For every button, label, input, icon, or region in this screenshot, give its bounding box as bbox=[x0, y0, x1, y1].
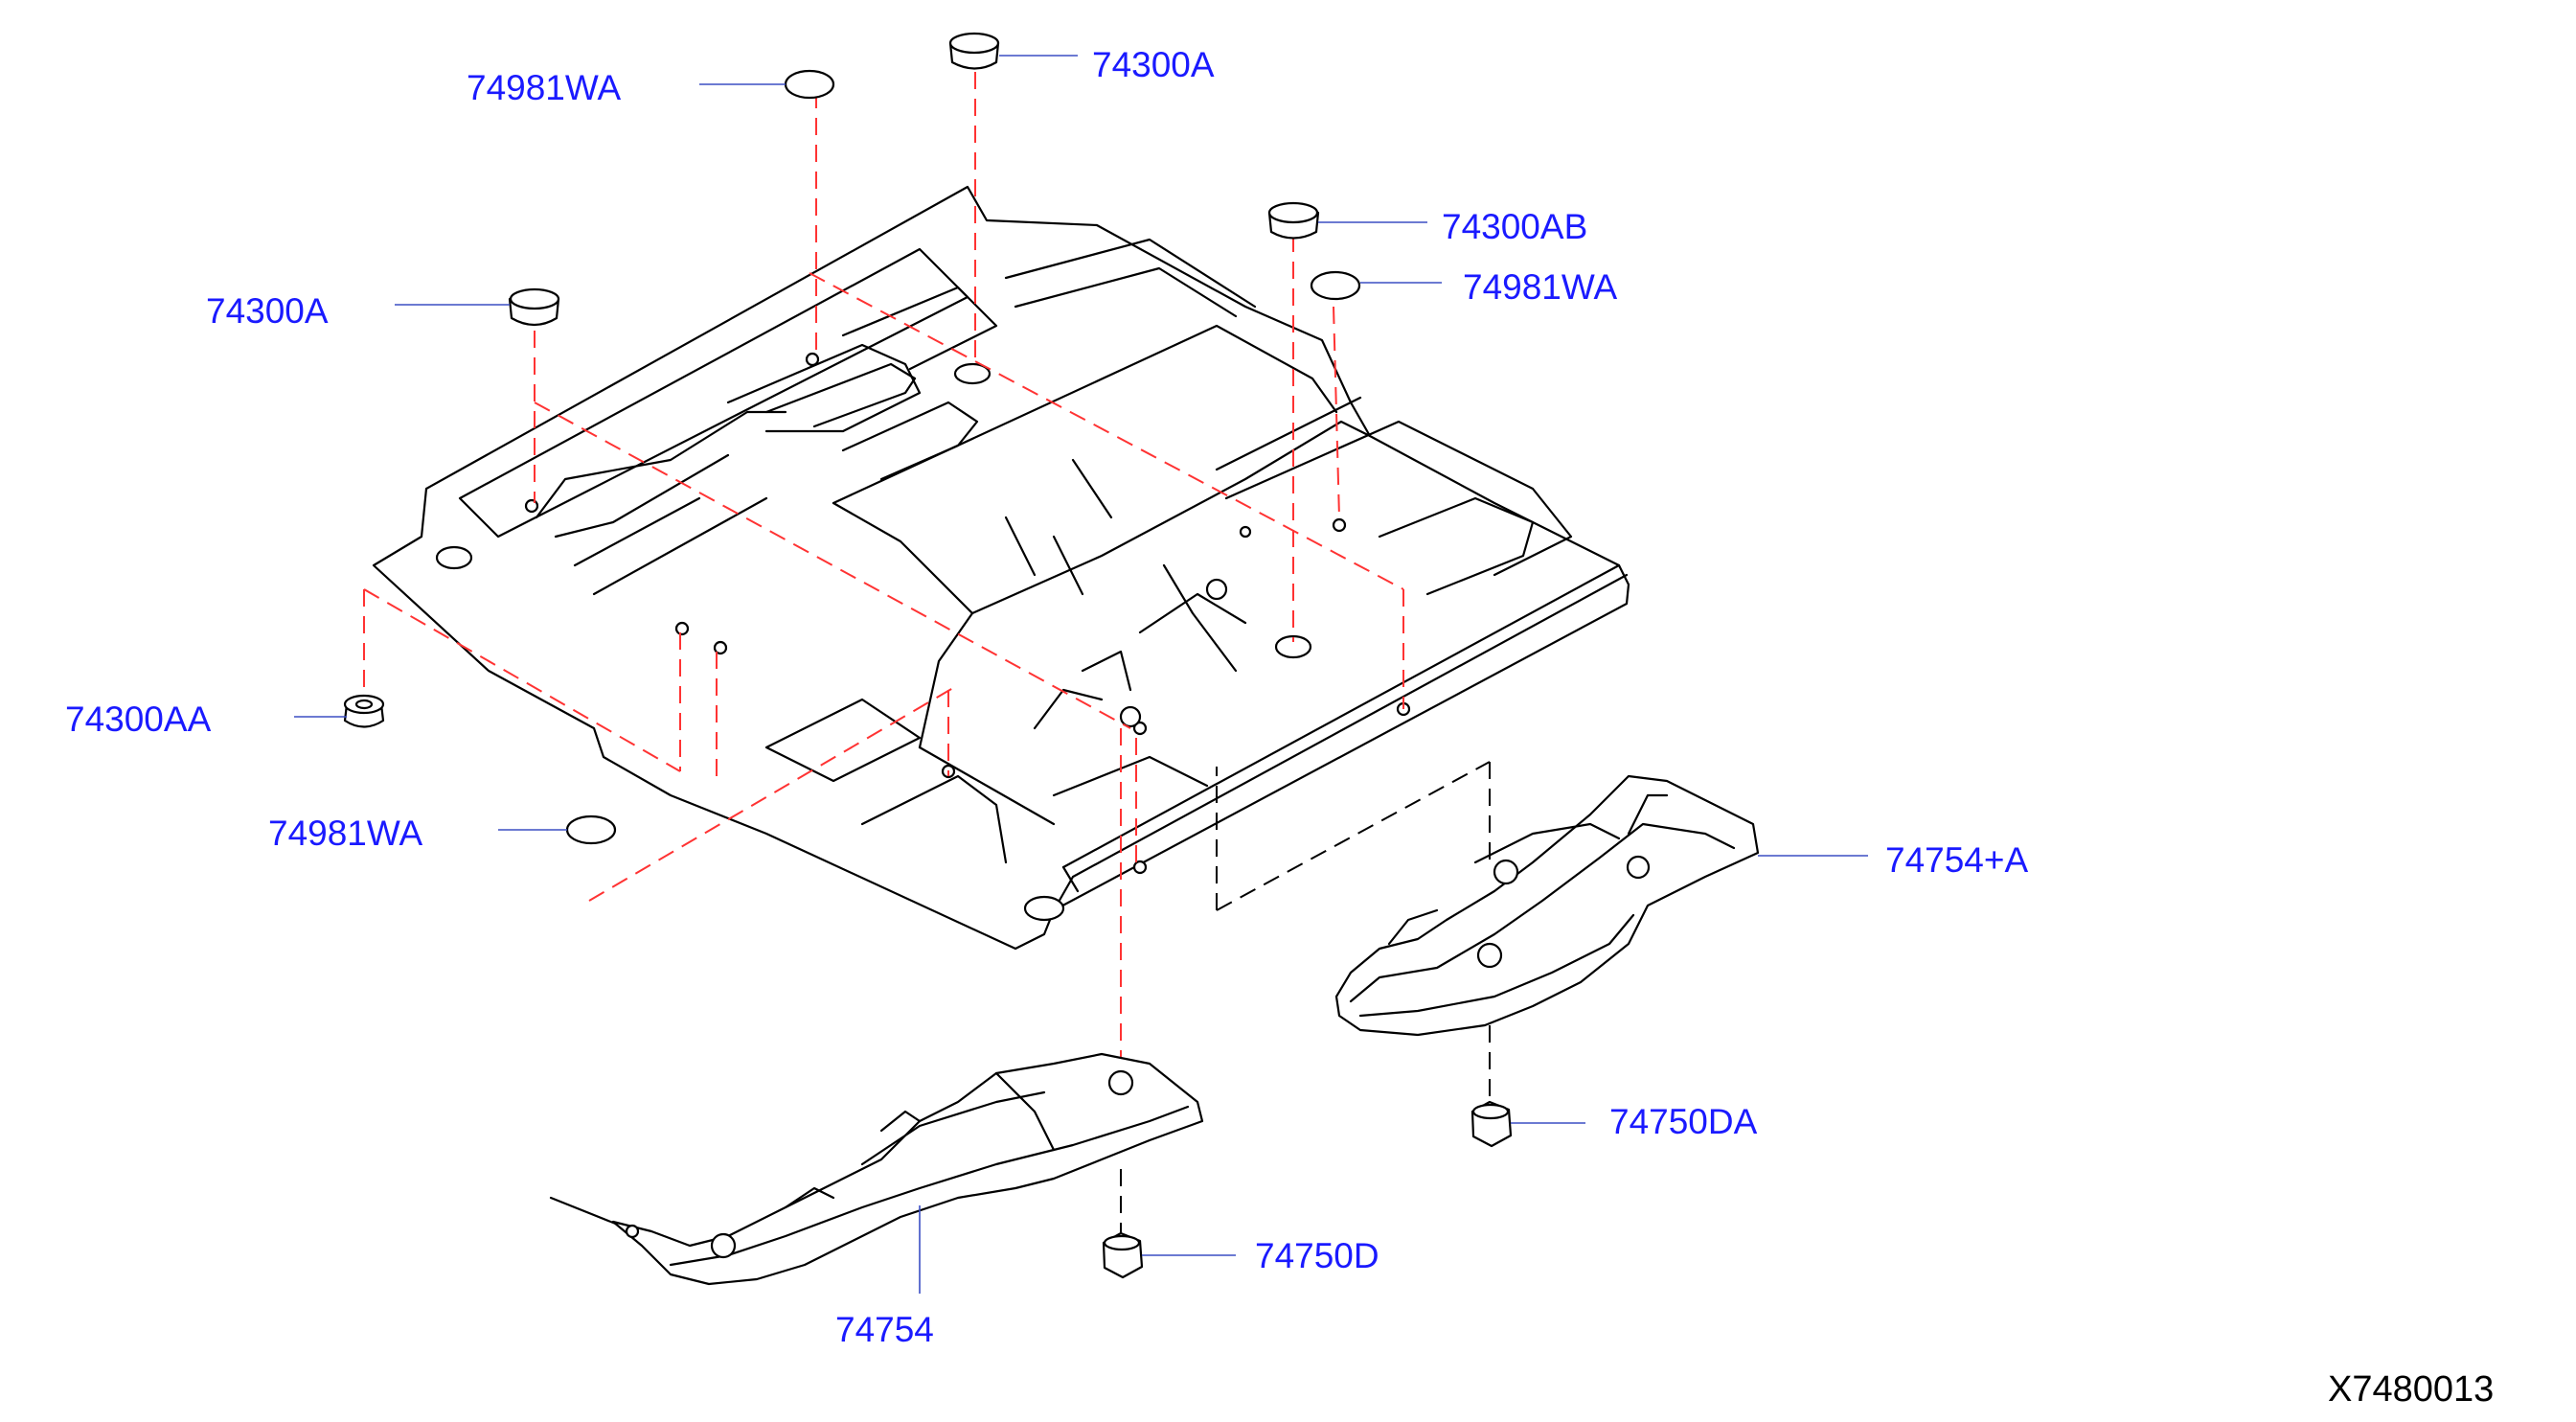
floor-panel-drawing bbox=[372, 185, 1630, 951]
plug-74300ab bbox=[1267, 201, 1320, 240]
part-label-74981wa: 74981WA bbox=[1463, 267, 1617, 307]
part-label-74754: 74754 bbox=[835, 1310, 934, 1349]
part-label-74750d: 74750D bbox=[1255, 1236, 1379, 1275]
part-label-74300ab: 74300AB bbox=[1442, 207, 1587, 246]
under-cover-74754 bbox=[549, 1052, 1204, 1286]
seal-74981wa-top bbox=[784, 69, 835, 100]
guide-line bbox=[588, 684, 959, 902]
seal-74981wa-left bbox=[565, 814, 617, 845]
under-cover-74754-plus-a bbox=[1334, 774, 1760, 1037]
part-labels: 74981WA 74300A 74300AB 74981WA 74300A 74… bbox=[65, 45, 2028, 1349]
part-label-74300a: 74300A bbox=[1092, 45, 1215, 84]
part-label-74754-plus-a: 74754+A bbox=[1885, 840, 2028, 880]
nut-74750da bbox=[1470, 1100, 1513, 1148]
guide-line bbox=[809, 272, 1404, 590]
fastener-guides bbox=[1120, 761, 1491, 1236]
plug-74300a-left bbox=[508, 287, 560, 327]
leader-lines bbox=[294, 55, 1868, 1294]
part-label-74981wa: 74981WA bbox=[268, 814, 422, 853]
part-label-74300aa: 74300AA bbox=[65, 700, 212, 739]
guide-line bbox=[1333, 306, 1340, 518]
diagram-reference-code: X7480013 bbox=[2328, 1369, 2494, 1410]
part-label-74750da: 74750DA bbox=[1609, 1102, 1758, 1141]
plug-74300a-top bbox=[948, 32, 1000, 70]
guide-line bbox=[534, 401, 1131, 729]
alignment-guides bbox=[363, 72, 1404, 1083]
seal-74981wa-right bbox=[1310, 270, 1361, 301]
part-label-74981wa: 74981WA bbox=[467, 68, 621, 107]
part-label-74300a: 74300A bbox=[206, 291, 329, 331]
grommet-74300aa bbox=[343, 694, 385, 728]
guide-line bbox=[363, 588, 681, 772]
nut-74750d bbox=[1102, 1231, 1144, 1279]
